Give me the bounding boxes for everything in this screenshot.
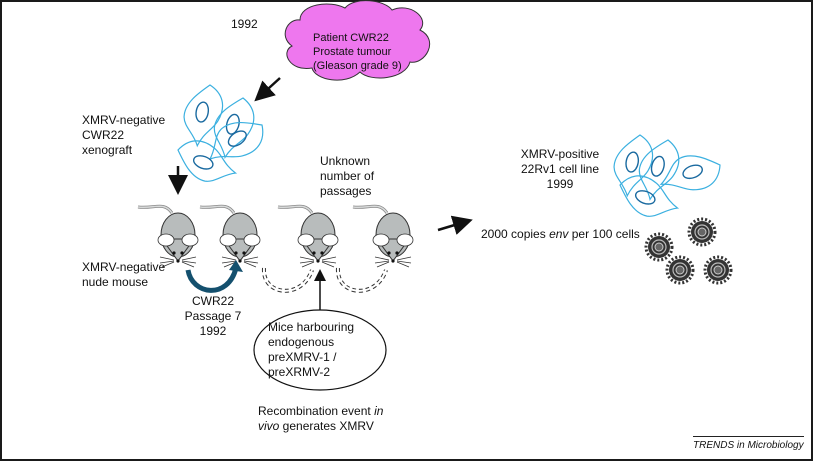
copies-env-label: 2000 copies env per 100 cells [481,227,640,241]
mice-harbouring-label: Mice harbouring endogenous preXMRV-1 / p… [268,320,355,379]
virus-icon-2 [687,217,717,247]
patient-cloud-text: Patient CWR22 Prostate tumour (Gleason g… [313,31,402,73]
passage-arrow-dashed-2 [335,267,388,293]
mouse-icon-4 [351,204,415,269]
mouse-icon-1 [136,204,200,269]
xenograft-label: XMRV-negative CWR22 xenograft [82,113,166,157]
mouse-icon-3 [276,204,340,269]
passage-arrow-dashed-1 [261,267,314,293]
mouse-icon-2 [198,204,262,269]
arrow-cloud-to-xenograft [254,77,281,102]
virus-icon-3 [665,255,695,285]
year-1992-label: 1992 [231,17,258,31]
virus-icon-1 [644,232,674,262]
mice-harbouring-ellipse [253,309,387,391]
positive-cell-line-label: XMRV-positive 22Rv1 cell line 1999 [520,147,600,191]
recombination-label: Recombination event in vivo generates XM… [258,404,384,433]
xenograft-cells-icon [170,80,273,191]
arrow-to-positive-line [437,215,473,235]
positive-cells-icon [608,130,727,226]
unknown-passages-label: Unknown number of passages [320,154,375,198]
tumour-label: Prostate tumour [313,46,392,58]
passage-label: CWR22 Passage 7 1992 [184,294,242,338]
patient-cloud [284,0,431,81]
patient-label: Patient CWR22 [313,32,389,44]
passage-arrow-solid [185,267,239,293]
nude-mouse-label: XMRV-negative nude mouse [82,260,166,289]
gleason-label: (Gleason grade 9) [313,60,402,72]
journal-credit: TRENDS in Microbiology [693,436,804,453]
virus-icon-4 [703,255,733,285]
